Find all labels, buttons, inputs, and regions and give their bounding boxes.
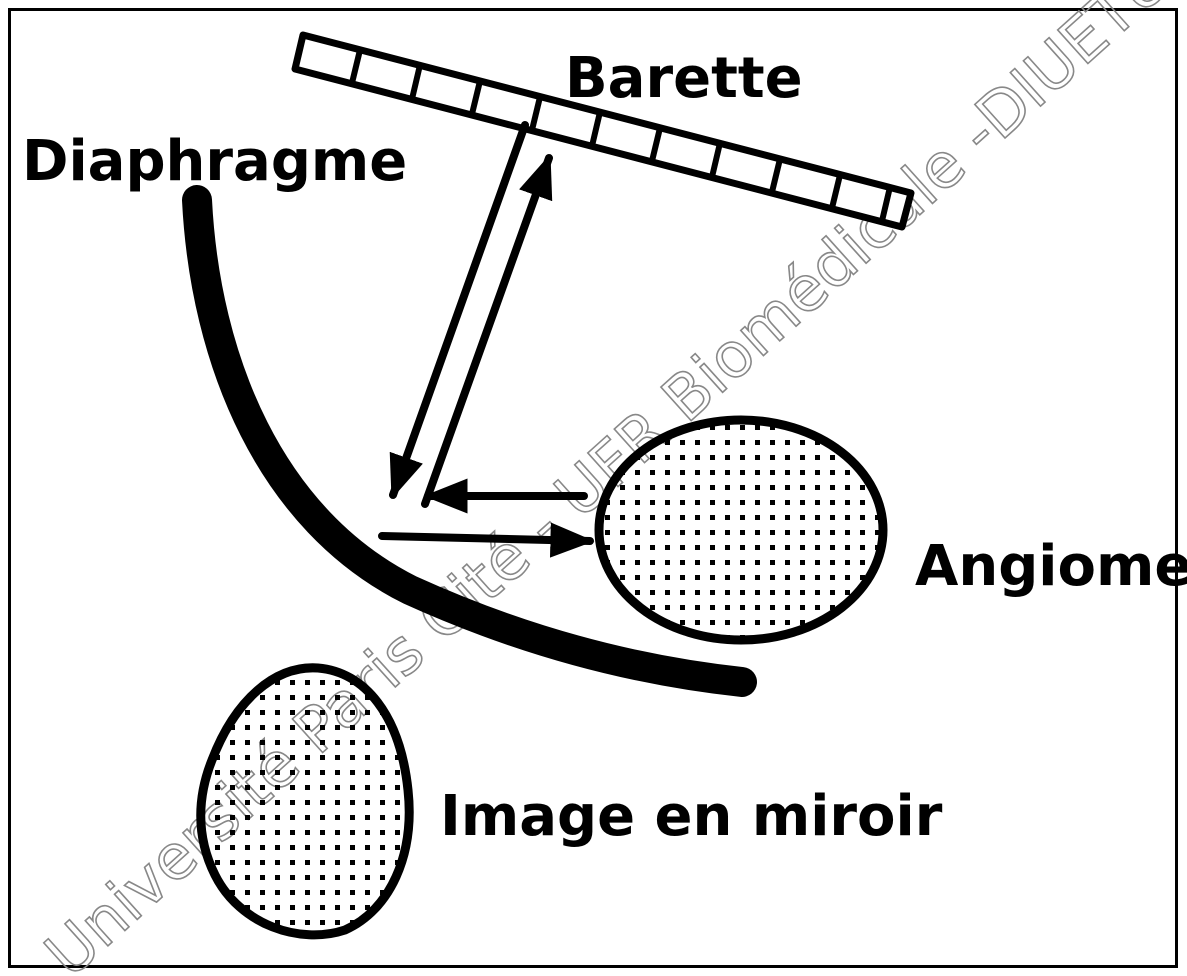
incident-beam-arrow: [393, 125, 525, 495]
reflected-to-angioma-arrow: [382, 536, 590, 541]
angioma-ellipse: [599, 420, 883, 640]
mirror-image-ellipse: [201, 668, 409, 935]
label-barette: Barette: [565, 46, 803, 111]
label-mirror-image: Image en miroir: [440, 784, 943, 849]
label-diaphragme: Diaphragme: [22, 129, 407, 194]
label-angiome: Angiome: [915, 534, 1187, 599]
echo-to-probe-arrow: [425, 158, 549, 504]
